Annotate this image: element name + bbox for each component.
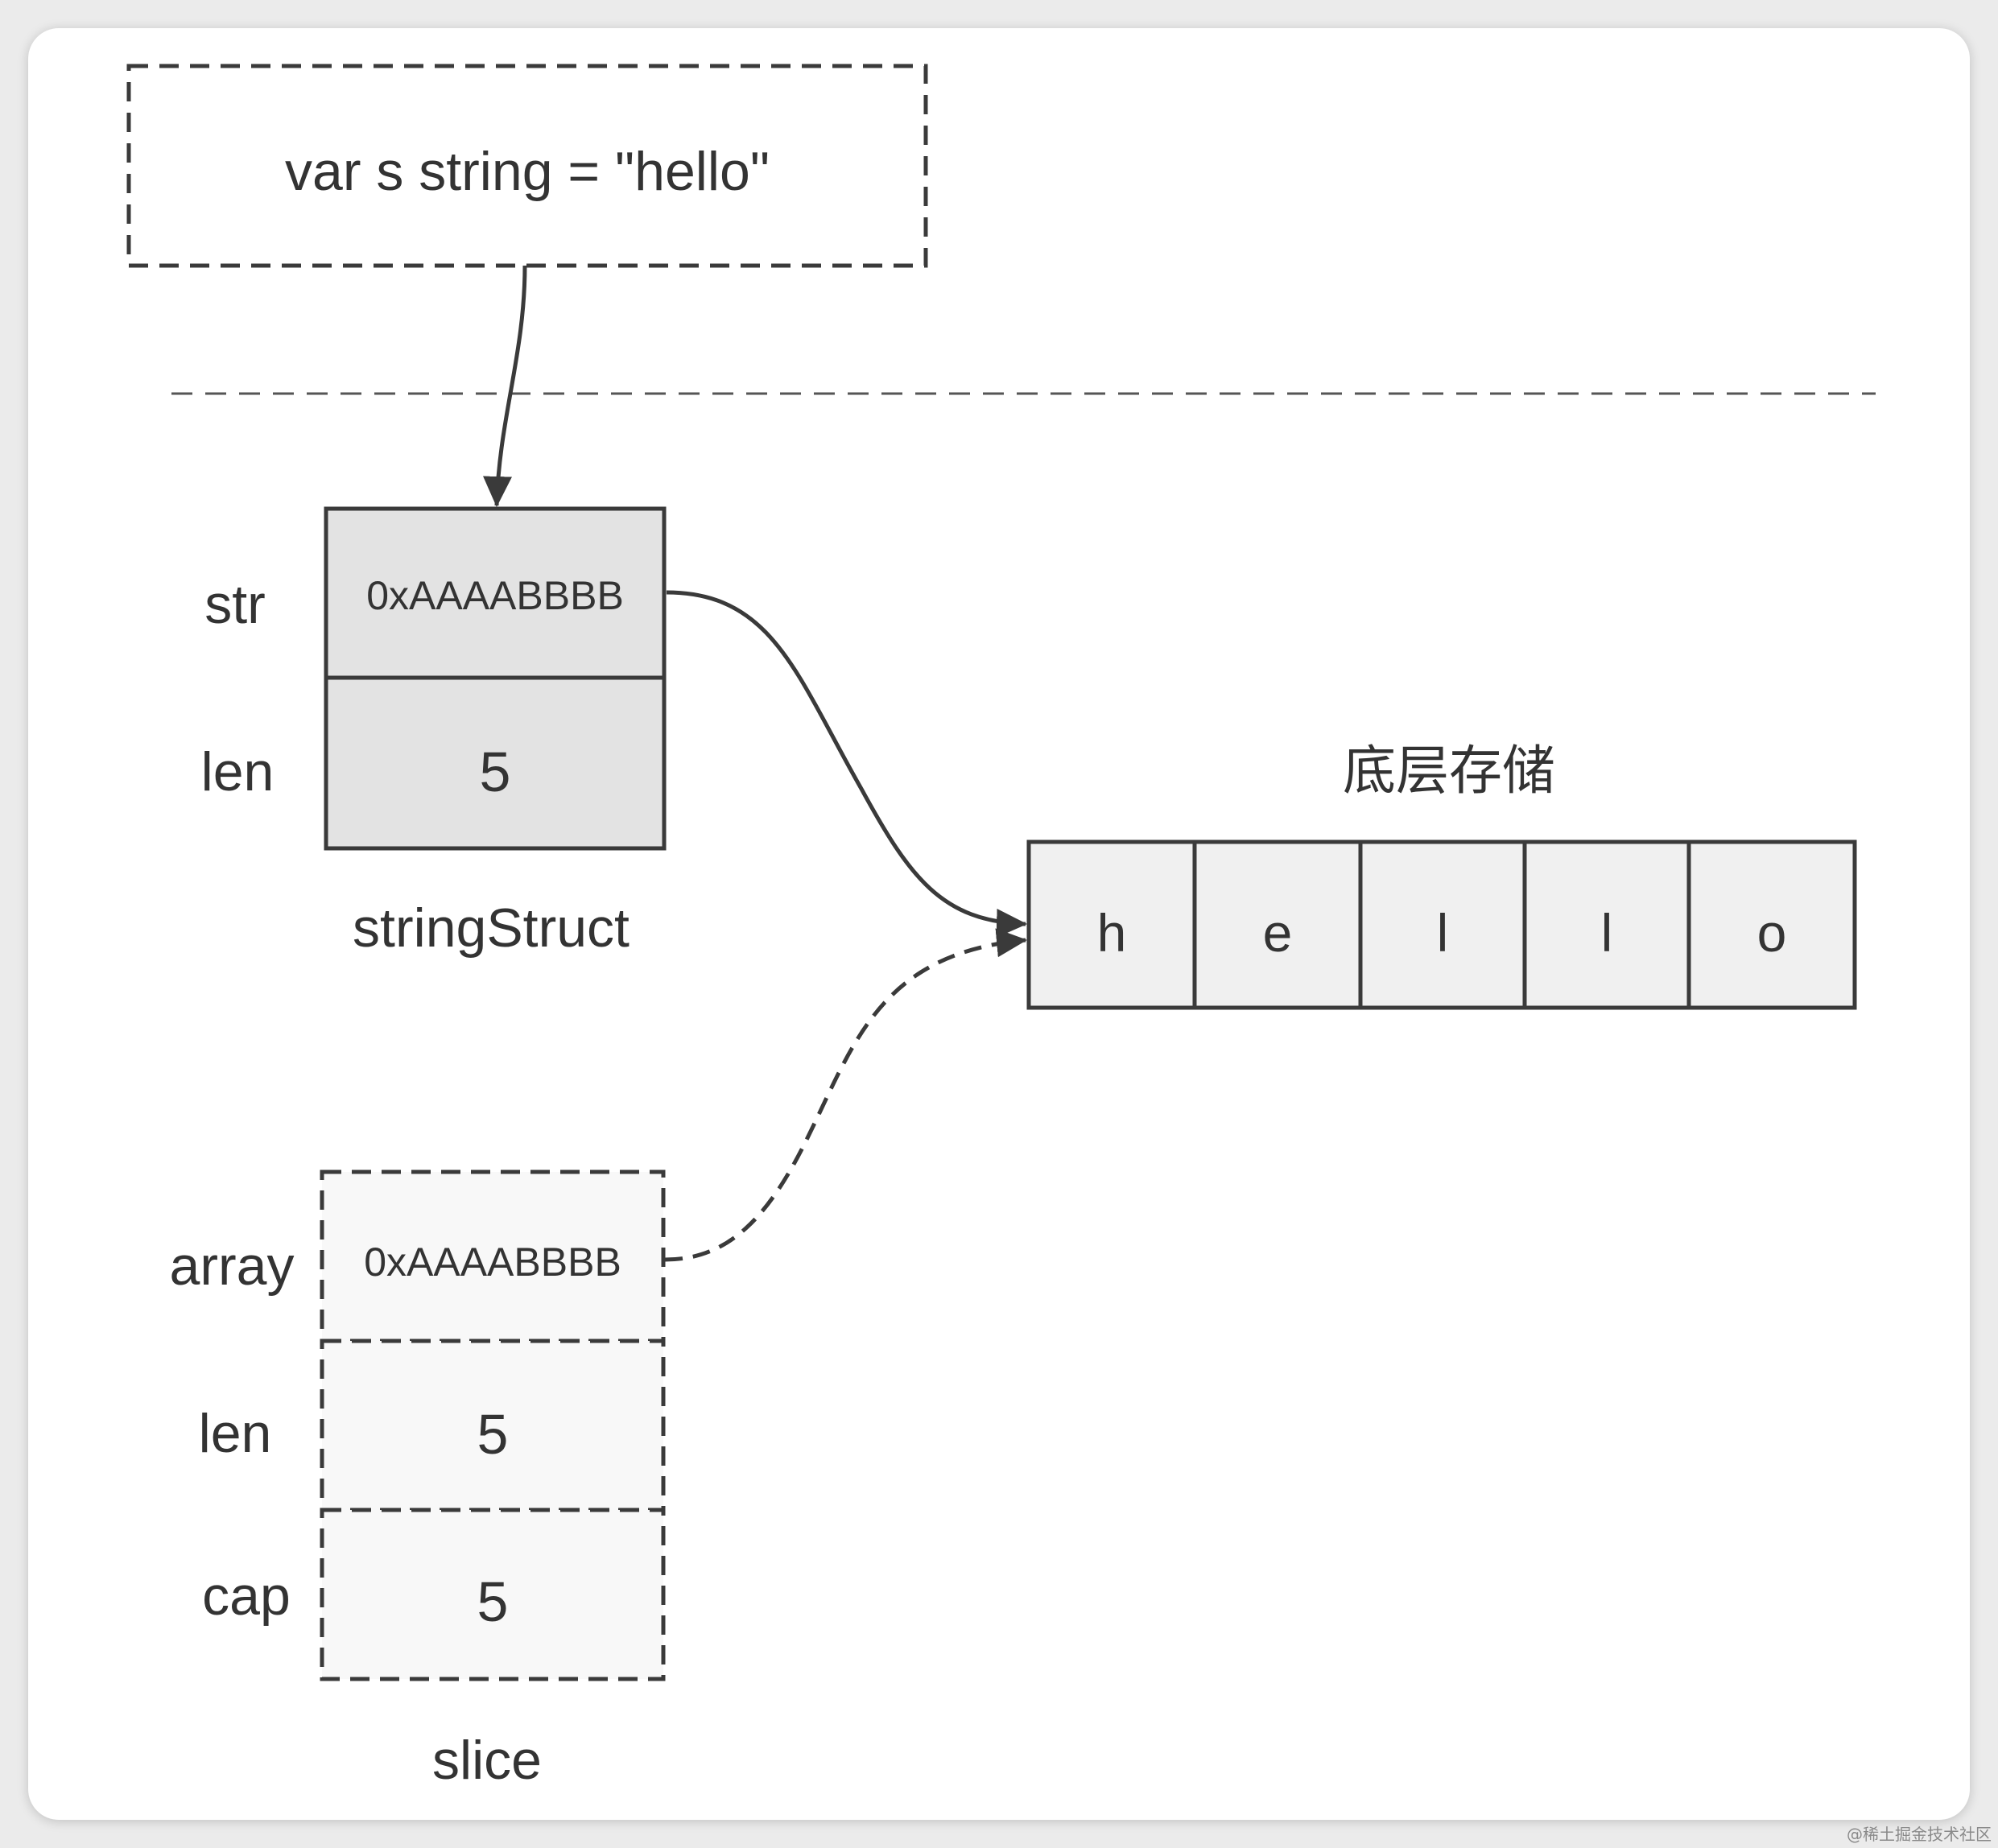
storage-char: e bbox=[1263, 903, 1293, 963]
array-pointer-arrow bbox=[664, 928, 1027, 1262]
struct-str-value: 0xAAAABBBB bbox=[366, 573, 624, 618]
struct-str-cell bbox=[324, 506, 667, 680]
slice-title: slice bbox=[432, 1730, 542, 1791]
slice-cap-label: cap bbox=[202, 1565, 291, 1627]
code-text: var s string = "hello" bbox=[285, 141, 770, 202]
slice-array-value: 0xAAAABBBB bbox=[364, 1240, 621, 1285]
storage-char: l bbox=[1601, 903, 1613, 963]
slice-cap-value: 5 bbox=[477, 1570, 509, 1633]
slice-len-label: len bbox=[199, 1403, 272, 1464]
string-struct-box: 0xAAAABBBB 5 str len stringStruct bbox=[201, 506, 667, 959]
storage-char: o bbox=[1757, 903, 1787, 963]
struct-str-label: str bbox=[204, 574, 266, 635]
slice-len-cell bbox=[320, 1339, 666, 1512]
watermark: @稀土掘金技术社区 bbox=[1847, 1825, 1992, 1844]
storage-cell bbox=[1026, 839, 1197, 1010]
storage-char: h bbox=[1097, 903, 1127, 963]
storage-title: 底层存储 bbox=[1343, 740, 1555, 802]
storage-array: h e l l o bbox=[1026, 839, 1857, 1010]
code-to-struct-arrow bbox=[483, 265, 527, 507]
slice-len-value: 5 bbox=[477, 1403, 509, 1466]
struct-len-label: len bbox=[201, 741, 275, 802]
str-pointer-arrow bbox=[666, 590, 1027, 938]
string-struct-title: stringStruct bbox=[353, 897, 630, 959]
code-box: var s string = "hello" bbox=[126, 64, 928, 268]
slice-box: 0xAAAABBBB 5 5 array len cap slice bbox=[170, 1169, 666, 1791]
struct-len-cell bbox=[324, 675, 667, 851]
slice-cap-cell bbox=[320, 1508, 666, 1681]
slice-array-cell bbox=[320, 1169, 666, 1343]
storage-char: l bbox=[1437, 903, 1449, 963]
struct-len-value: 5 bbox=[480, 740, 511, 803]
storage-cell bbox=[1358, 839, 1527, 1010]
storage-cell bbox=[1686, 839, 1857, 1010]
slice-array-label: array bbox=[170, 1235, 295, 1297]
